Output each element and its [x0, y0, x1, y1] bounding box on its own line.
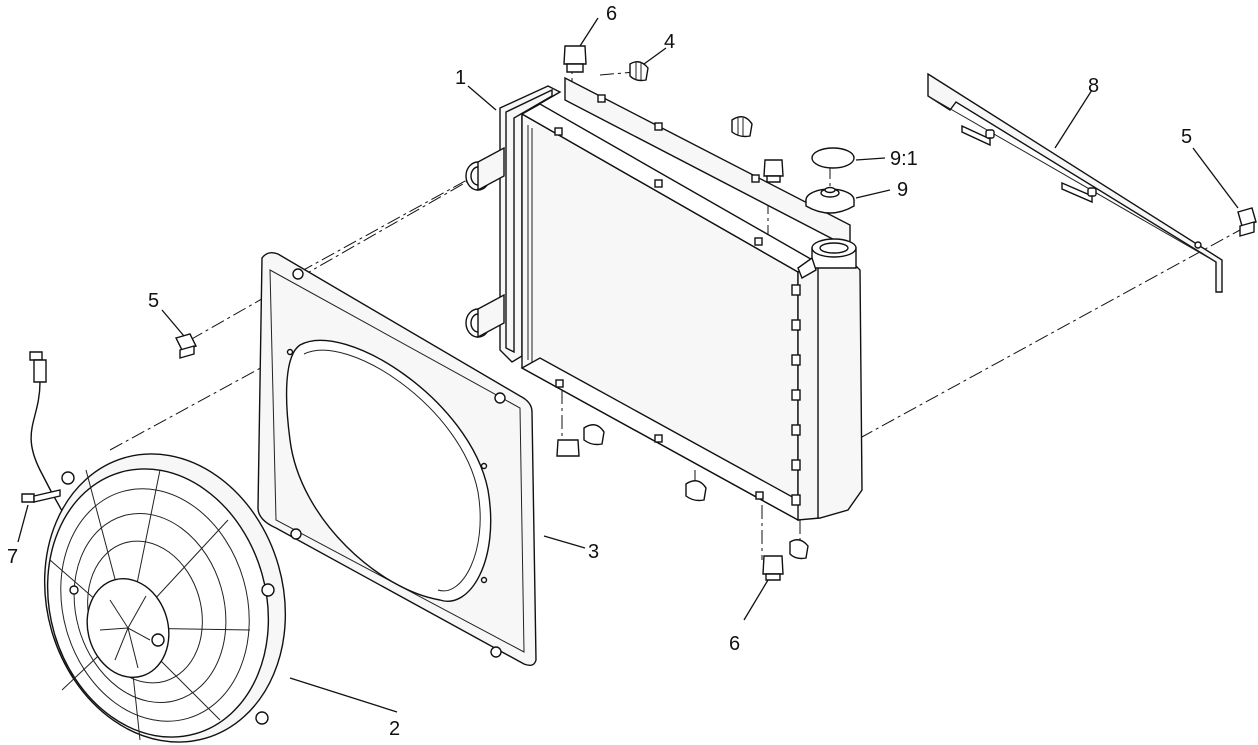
callout-labels: 1 2 3 4 5 5 6 6 7 8 9 9:1: [7, 3, 1192, 740]
radiator-cap: [805, 186, 855, 214]
fan-assembly: [29, 351, 287, 743]
callout-8: 8: [1088, 75, 1099, 97]
callout-1: 1: [455, 67, 466, 89]
side-bracket: [927, 72, 1223, 293]
leader-lines: [17, 17, 1239, 713]
clips: [556, 45, 809, 581]
radiator-tank-tabs: [791, 284, 801, 506]
clip-6-mid: [763, 159, 784, 183]
callout-6-bottom: 6: [729, 633, 740, 655]
screw: [21, 489, 61, 503]
clip-4-bottom-a: [583, 424, 605, 446]
bolt-left: [174, 333, 198, 359]
bolt-right: [1237, 207, 1257, 237]
clip-6-bottom-a: [556, 439, 580, 457]
clip-4-mid: [731, 116, 753, 138]
clip-6-top: [563, 45, 587, 73]
clip-6-bottom-b: [762, 555, 784, 581]
callout-6-top: 6: [606, 3, 617, 25]
callout-4: 4: [664, 31, 675, 53]
callout-9-1: 9:1: [890, 148, 918, 170]
clip-4-bottom-c: [789, 539, 809, 560]
callout-9: 9: [897, 179, 908, 201]
callout-5-right: 5: [1181, 126, 1192, 148]
fan-shroud: [257, 251, 537, 667]
callout-3: 3: [588, 541, 599, 563]
cap-seal: [811, 147, 855, 169]
radiator: [465, 76, 863, 522]
callout-7: 7: [7, 546, 18, 568]
clip-4-top: [629, 61, 649, 82]
clip-4-bottom-b: [685, 480, 707, 502]
callout-5-left: 5: [148, 290, 159, 312]
callout-2: 2: [389, 718, 400, 740]
